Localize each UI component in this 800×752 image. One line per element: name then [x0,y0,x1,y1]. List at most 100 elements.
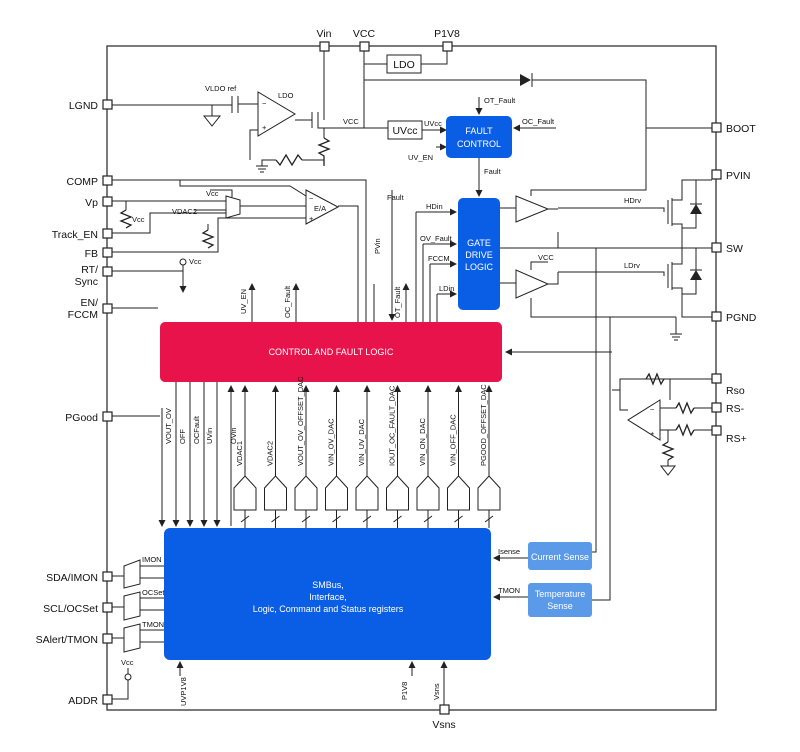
temperature-sense-label-1: Temperature [535,589,586,599]
temperature-sense-label-2: Sense [547,601,573,611]
pin-rso: Rso [726,385,745,397]
current-sense-amplifier [627,399,661,441]
up-uv-en: UV_EN [239,289,248,314]
dac-label: VIN_OFF_DAC [449,414,458,466]
pin-track-en: Track_EN [52,229,98,241]
smbus-buffers [112,565,164,643]
dac-bus-slash [240,515,250,523]
left-analog-wiring: Vcc [112,179,367,417]
dac-block [264,475,287,511]
vdac-vcc-label: Vcc [206,189,219,198]
pin-rt: RT/ [81,264,98,276]
pin-pgnd: PGND [726,312,757,324]
vcc-node-label: VCC [343,117,359,126]
pin-vp: Vp [85,197,98,209]
dac-label: VIN_OV_DAC [327,418,336,466]
svg-text:+: + [309,214,314,223]
down-uvin: UVin [205,428,214,444]
uvcc-output-label: UVcc [424,119,442,128]
addr-vcc-label: Vcc [121,658,134,667]
svg-text:−: − [309,194,314,203]
pin-pgood: PGood [65,412,98,424]
down-ovin: OVin [229,427,238,444]
up-ot-fault: OT_Fault [393,286,402,318]
pin-fb: FB [85,248,98,260]
pin-salert-tmon: SAlert/TMON [36,634,98,646]
pin-fccm: FCCM [68,309,98,321]
pin-vsns: Vsns [432,719,455,731]
down-off: OFF [178,429,187,444]
svg-text:+: + [650,429,655,438]
fault-vert-label: Fault [387,193,405,202]
pin-sw: SW [726,243,743,255]
isense-label: Isense [498,547,520,556]
hdrv-label: HDrv [624,196,641,205]
current-sense-block [528,542,592,570]
current-sense-amp-wiring [612,372,712,476]
gate-drive-label-1: GATE [467,238,491,248]
svg-text:−: − [262,99,267,108]
tmon-signal-label: TMON [498,586,520,595]
temperature-sense-block [528,583,592,617]
pin-pvin: PVIN [726,170,751,182]
dac-block [355,475,379,511]
gate-vcc-label: VCC [538,253,554,262]
tmon-label: TMON [142,620,164,629]
top-wiring [112,51,712,196]
fault-control-label-2: CONTROL [457,139,501,149]
div-vcc-label: Vcc [132,215,145,224]
tracking-mux [225,195,241,219]
fccm-label: FCCM [428,254,450,263]
gate-drive-block [458,198,500,310]
dac-bus-slash [484,515,494,523]
smbus-label-3: Logic, Command and Status registers [253,604,404,614]
pin-p1v8: P1V8 [434,28,460,40]
vdac2-input-label: VDAC2 [172,207,197,216]
fault-control-label-1: FAULT [465,126,493,136]
gate-drive-label-2: DRIVE [465,250,493,260]
pin-en: EN/ [80,297,98,309]
fault-label: Fault [484,167,502,176]
gate-drive-wiring [500,179,712,601]
dac-block [416,475,440,511]
dac-block [294,475,318,511]
fault-control-block [446,116,512,158]
pin-vin: Vin [317,28,332,40]
ocset-buffer [123,591,141,621]
dac-bus-slash [271,515,280,523]
current-sense-label: Current Sense [531,552,589,562]
gate-drive-label-3: LOGIC [465,262,494,272]
control-down-arrows [158,382,235,527]
ot-fault-label: OT_Fault [484,96,516,105]
pin-rs-plus: RS+ [726,433,747,445]
ea-label: E/A [314,204,326,213]
dac-label: VDAC1 [235,441,244,466]
imon-label: IMON [142,555,162,564]
up-oc-fault: OC_Fault [283,285,292,318]
pin-sync: Sync [75,276,98,288]
dac-block [325,475,348,511]
high-side-driver [515,195,550,223]
ldo-amp-label: LDO [278,91,294,100]
ldo-block-label: LDO [393,59,415,71]
dac-block [386,475,409,511]
dac-label: VIN_ON_DAC [418,417,427,466]
dac-label: IOUT_OC_FAULT_DAC [388,385,397,466]
gate-drive-inputs [415,208,457,322]
rt-vcc-label: Vcc [189,257,202,266]
up-pvin: PVin [373,238,382,254]
pin-rs-minus: RS- [726,403,745,415]
smbus-label-2: Interface, [309,592,347,602]
svg-text:−: − [650,405,655,414]
dac-block [233,475,257,511]
uvp1v8-label: UVP1V8 [179,677,188,706]
dac-label: VIN_UV_DAC [357,418,366,466]
imon-buffer [123,559,141,589]
smbus-block [164,528,491,660]
dac-bus-slash [332,515,341,523]
uvcc-block-label: UVcc [392,125,417,137]
ocset-label: OCSet [142,588,165,597]
smbus-label-1: SMBus, [312,580,344,590]
pin-vcc: VCC [353,28,376,40]
